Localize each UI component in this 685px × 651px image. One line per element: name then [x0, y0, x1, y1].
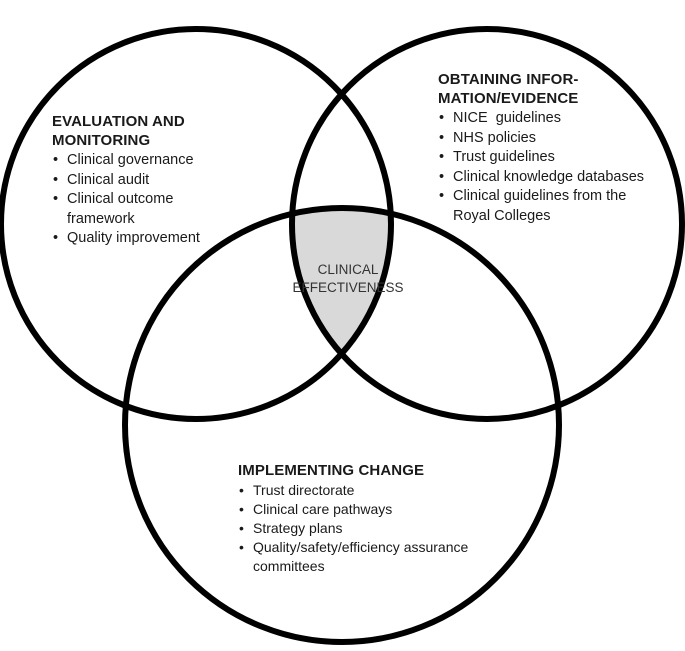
implementing-change-block: IMPLEMENTING CHANGE Trust directorate Cl…: [238, 461, 568, 576]
center-label: CLINICAL EFFECTIVENESS: [278, 261, 418, 297]
implementing-change-heading: IMPLEMENTING CHANGE: [238, 461, 568, 480]
heading-line: MATION/EVIDENCE: [438, 90, 579, 107]
item-text: Clinical knowledge databases: [453, 168, 645, 185]
item-text-continuation: framework: [67, 210, 135, 227]
heading-line: MONITORING: [52, 132, 151, 149]
list-item: Quality/safety/efficiency assurance commi…: [238, 538, 568, 576]
list-item: Clinical knowledge databases: [438, 168, 678, 188]
item-text: Clinical care pathways: [253, 501, 393, 517]
circle-implementing-change: [122, 205, 562, 645]
item-text-continuation: Royal Colleges: [453, 207, 551, 224]
item-text: Clinical governance: [67, 152, 194, 168]
item-text: Clinical outcome: [67, 191, 174, 207]
list-item: NICE guidelines: [438, 109, 678, 129]
item-text: Strategy plans: [253, 520, 343, 536]
heading-line: EVALUATION AND: [52, 113, 185, 130]
list-item: Clinical outcome framework: [52, 190, 267, 229]
obtaining-information-heading: OBTAINING INFOR- MATION/EVIDENCE: [438, 70, 678, 108]
item-text: NHS policies: [453, 129, 536, 146]
list-item: Strategy plans: [238, 519, 568, 538]
center-label-line-2: EFFECTIVENESS: [292, 280, 404, 295]
center-label-line-1: CLINICAL: [317, 262, 379, 277]
heading-line: OBTAINING INFOR-: [438, 71, 579, 88]
item-text: Clinical audit: [67, 171, 150, 188]
heading-line: IMPLEMENTING CHANGE: [238, 462, 425, 479]
circle-evaluation-monitoring: [0, 26, 394, 422]
item-text-continuation: committees: [253, 558, 325, 574]
evaluation-monitoring-block: EVALUATION AND MONITORING Clinical gover…: [52, 112, 267, 249]
implementing-change-list: Trust directorate Clinical care pathways…: [238, 481, 568, 576]
list-item: Trust directorate: [238, 481, 568, 500]
item-text: Quality improvement: [67, 230, 200, 246]
list-item: Trust guidelines: [438, 148, 678, 168]
item-text: Trust directorate: [253, 482, 355, 498]
item-text: Quality/safety/efficiency assurance: [253, 539, 469, 555]
circle-obtaining-information: [289, 26, 685, 422]
list-item: Clinical governance: [52, 151, 267, 171]
list-item: NHS policies: [438, 129, 678, 149]
list-item: Clinical audit: [52, 171, 267, 191]
obtaining-information-block: OBTAINING INFOR- MATION/EVIDENCE NICE gu…: [438, 70, 678, 226]
list-item: Quality improvement: [52, 229, 267, 249]
obtaining-information-list: NICE guidelines NHS policies Trust guide…: [438, 109, 678, 226]
list-item: Clinical care pathways: [238, 500, 568, 519]
evaluation-monitoring-list: Clinical governance Clinical audit Clini…: [52, 151, 267, 249]
evaluation-monitoring-heading: EVALUATION AND MONITORING: [52, 112, 267, 150]
item-text: Clinical guidelines from the: [453, 188, 627, 204]
item-text: NICE guidelines: [453, 110, 561, 126]
item-text: Trust guidelines: [453, 149, 555, 165]
